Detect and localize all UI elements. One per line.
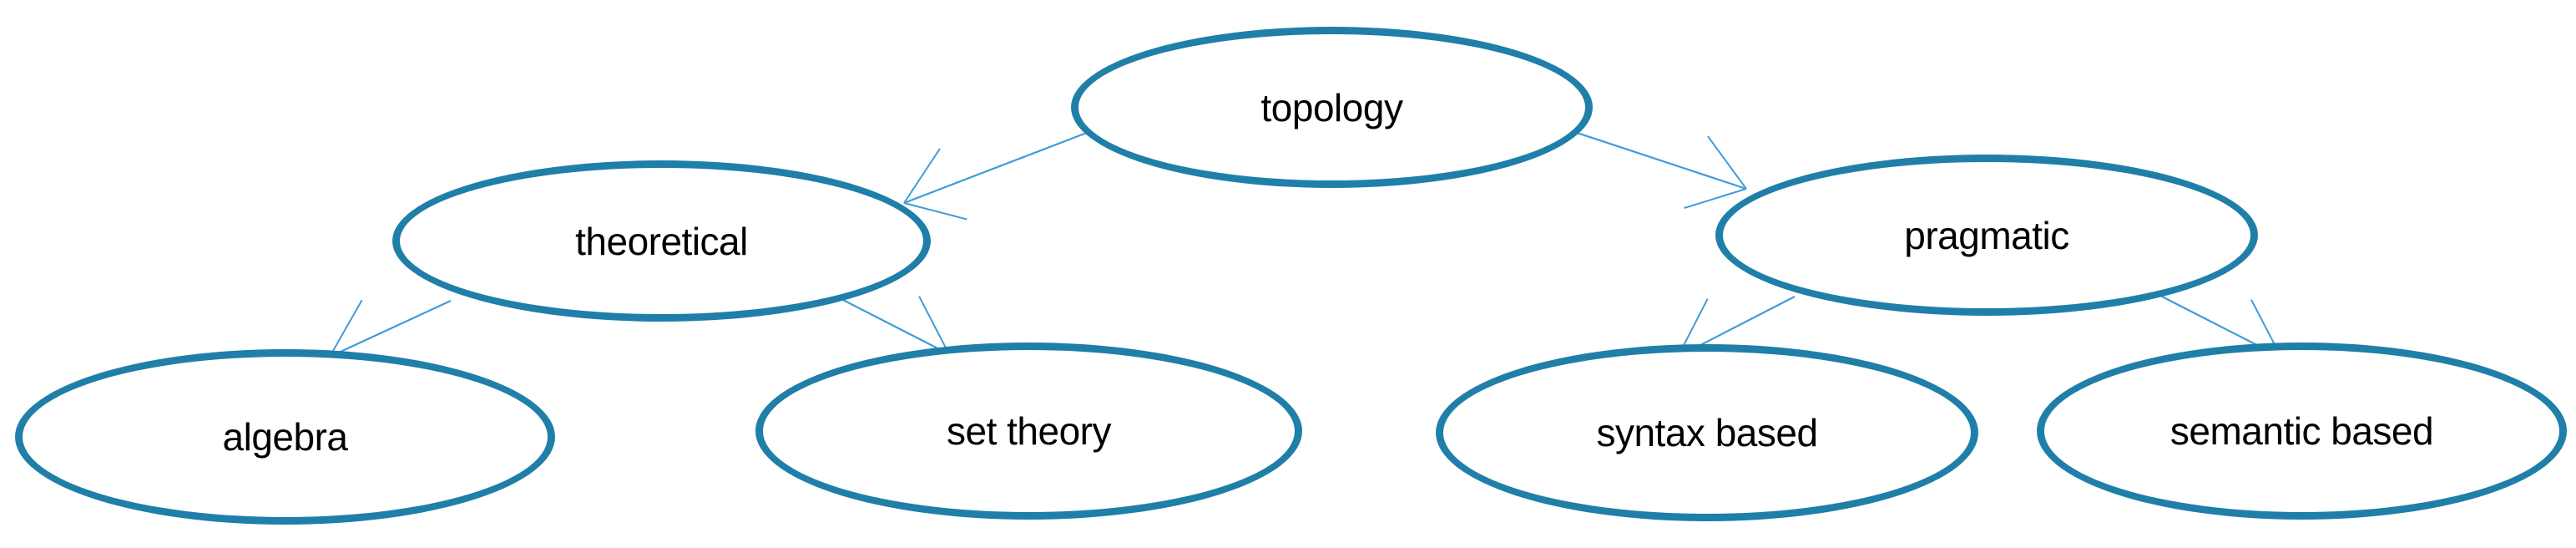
- arrowhead-stroke-0-topology-to-pragmatic: [1684, 188, 1747, 210]
- node-label-set-theory: set theory: [947, 409, 1112, 453]
- arrowhead-stroke-0-theoretical-to-algebra: [329, 299, 363, 358]
- node-label-syntax-based: syntax based: [1596, 411, 1818, 454]
- node-topology[interactable]: topology: [1071, 27, 1593, 188]
- node-label-pragmatic: pragmatic: [1904, 213, 2069, 257]
- node-syntax-based[interactable]: syntax based: [1436, 344, 1978, 521]
- node-pragmatic[interactable]: pragmatic: [1715, 155, 2258, 316]
- edge-line-theoretical-to-set-theory: [836, 296, 950, 355]
- arrowhead-stroke-1-theoretical-to-set-theory: [918, 296, 950, 355]
- node-algebra[interactable]: algebra: [15, 349, 555, 525]
- node-label-topology: topology: [1260, 85, 1403, 129]
- node-set-theory[interactable]: set theory: [755, 342, 1302, 520]
- node-semantic-based[interactable]: semantic based: [2037, 342, 2567, 520]
- edge-topology-to-pragmatic[interactable]: [1553, 124, 1747, 210]
- node-label-algebra: algebra: [222, 415, 348, 459]
- arrowhead-stroke-1-topology-to-pragmatic: [1707, 135, 1747, 190]
- edge-line-theoretical-to-algebra: [329, 300, 452, 358]
- arrowhead-stroke-0-topology-to-theoretical: [903, 148, 941, 204]
- node-theoretical[interactable]: theoretical: [392, 160, 931, 322]
- edge-line-topology-to-pragmatic: [1553, 124, 1747, 190]
- edge-line-topology-to-theoretical: [903, 125, 1103, 205]
- node-label-theoretical: theoretical: [575, 219, 748, 263]
- arrowhead-stroke-1-topology-to-theoretical: [903, 202, 967, 221]
- edge-topology-to-theoretical[interactable]: [903, 125, 1103, 221]
- node-label-semantic-based: semantic based: [2169, 409, 2434, 453]
